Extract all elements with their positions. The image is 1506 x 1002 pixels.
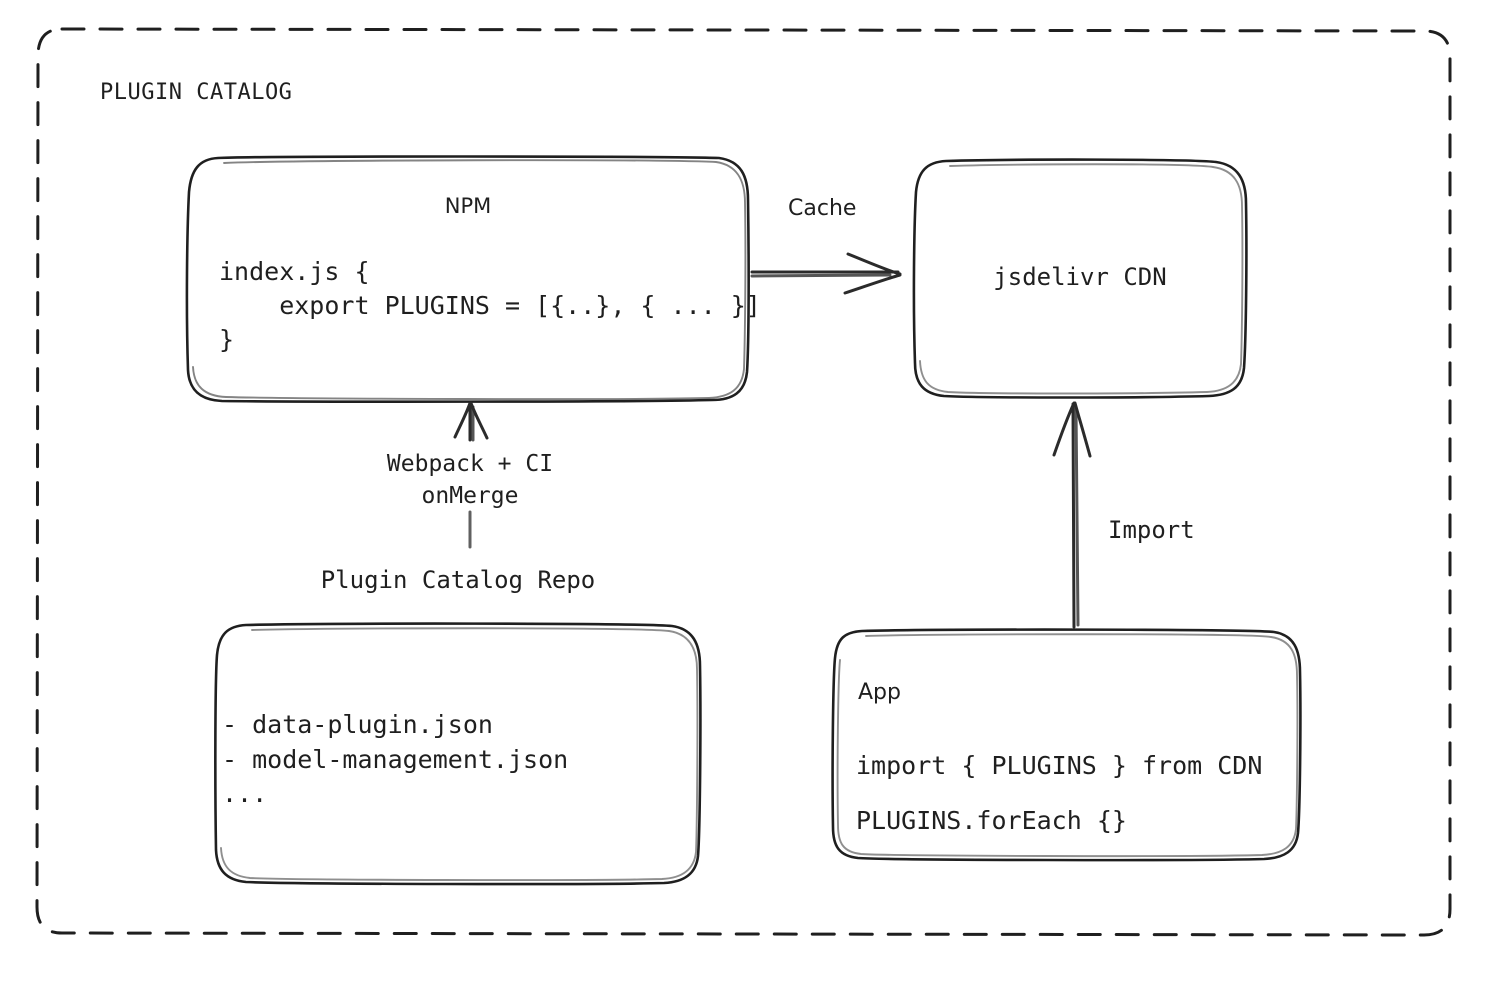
group-title: PLUGIN CATALOG	[100, 80, 293, 105]
edge-label-webpack-ci: Webpack + CI onMerge	[386, 451, 554, 510]
repo-node-label: Plugin Catalog Repo	[320, 566, 596, 594]
repo-node-file-list: - data-plugin.json - model-management.js…	[222, 710, 569, 808]
edge-npm-to-cdn	[750, 252, 902, 295]
npm-node-code: index.js { export PLUGINS = [{..}, { ...…	[219, 257, 761, 354]
app-node-title: App	[858, 680, 901, 705]
edge-label-cache: Cache	[788, 196, 857, 221]
cdn-node-title: jsdelivr CDN	[993, 263, 1167, 291]
edge-app-to-cdn	[1052, 401, 1092, 629]
npm-node-title: NPM	[444, 194, 492, 218]
edge-label-import: Import	[1108, 516, 1195, 544]
app-node-code: import { PLUGINS } from CDN PLUGINS.forE…	[856, 751, 1263, 835]
